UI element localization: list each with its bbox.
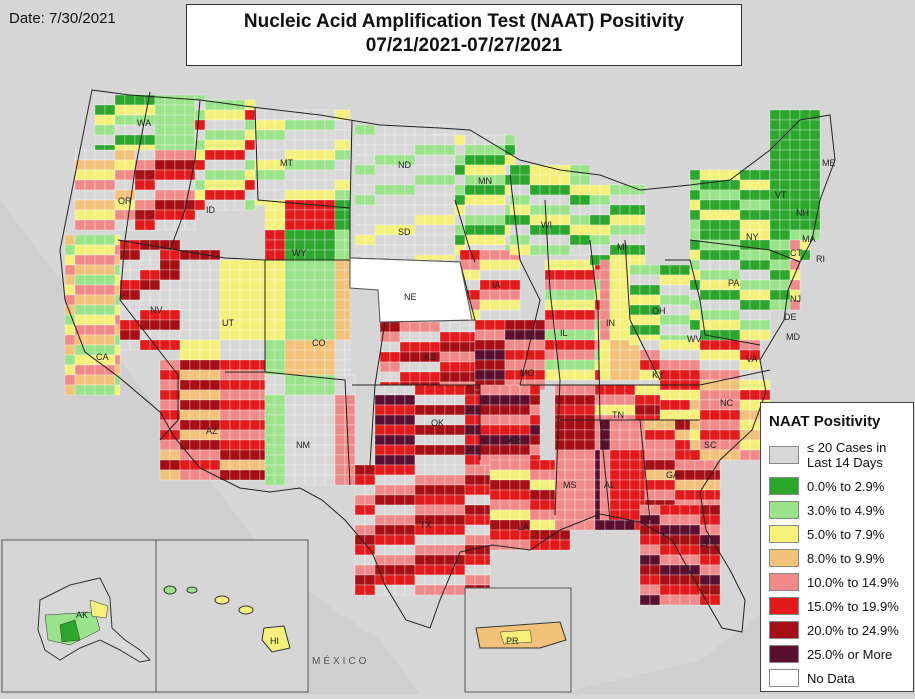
state-label-id: ID [206, 205, 215, 215]
map-title-box: Nucleic Acid Amplification Test (NAAT) P… [186, 4, 742, 66]
state-label-md: MD [786, 332, 800, 342]
state-label-ar: AR [508, 436, 521, 446]
legend-item: 0.0% to 2.9% [769, 474, 913, 498]
state-label-hi: HI [270, 636, 279, 646]
state-label-ma: MA [802, 234, 816, 244]
state-label-wa: WA [137, 118, 152, 128]
legend-item: 20.0% to 24.9% [769, 618, 913, 642]
state-label-il: IL [560, 328, 568, 338]
state-label-ga: GA [666, 470, 680, 480]
legend-label: ≤ 20 Cases in Last 14 Days [807, 440, 887, 470]
state-label-ca: CA [96, 352, 109, 362]
legend-title: NAAT Positivity [769, 413, 881, 430]
map-date-range: 07/21/2021-07/27/2021 [365, 35, 563, 56]
legend-label: 5.0% to 7.9% [807, 526, 885, 542]
state-label-ct: CT [790, 248, 802, 258]
state-label-ut: UT [222, 318, 234, 328]
state-label-pa: PA [728, 278, 740, 288]
legend-item: 10.0% to 14.9% [769, 570, 913, 594]
state-label-ia: IA [492, 280, 501, 290]
state-label-me: ME [822, 158, 836, 168]
legend-item: 25.0% or More [769, 642, 913, 666]
legend-label: 10.0% to 14.9% [807, 574, 899, 590]
legend-items: ≤ 20 Cases in Last 14 Days 0.0% to 2.9% 3.… [761, 436, 913, 690]
state-label-tn: TN [612, 410, 624, 420]
state-label-ak: AK [76, 610, 89, 620]
legend-item: 15.0% to 19.9% [769, 594, 913, 618]
state-label-mt: MT [280, 158, 293, 168]
legend-swatch [769, 501, 799, 519]
state-label-oh: OH [652, 306, 666, 316]
state-label-tx: TX [420, 520, 432, 530]
state-label-al: AL [604, 480, 616, 490]
legend-swatch [769, 669, 799, 687]
state-label-sd: SD [398, 227, 411, 237]
state-label-wv: WV [687, 334, 702, 344]
state-label-or: OR [118, 196, 132, 206]
legend-label: 0.0% to 2.9% [807, 478, 885, 494]
state-label-fl: FL [700, 540, 711, 550]
state-label-la: LA [518, 522, 530, 532]
state-label-ne: NE [404, 292, 417, 302]
state-label-nv: NV [150, 305, 163, 315]
state-label-mi: MI [617, 242, 627, 252]
state-label-vt: VT [775, 190, 787, 200]
state-label-nj: NJ [790, 294, 801, 304]
state-label-mo: MO [520, 368, 535, 378]
legend-item: 3.0% to 4.9% [769, 498, 913, 522]
state-label-nh: NH [796, 208, 809, 218]
legend-swatch [769, 573, 799, 591]
map-title: Nucleic Acid Amplification Test (NAAT) P… [243, 11, 685, 32]
state-label-ri: RI [816, 254, 825, 264]
legend: NAAT Positivity ≤ 20 Cases in Last 14 Da… [760, 402, 914, 692]
state-label-ky: KY [652, 370, 665, 380]
state-label-de: DE [784, 312, 797, 322]
state-label-nm: NM [296, 440, 310, 450]
legend-swatch [769, 597, 799, 615]
state-label-in: IN [606, 318, 615, 328]
state-label-ny: NY [746, 232, 759, 242]
legend-swatch [769, 477, 799, 495]
legend-swatch [769, 549, 799, 567]
state-label-mn: MN [478, 176, 492, 186]
legend-item: 8.0% to 9.9% [769, 546, 913, 570]
state-label-nc: NC [720, 398, 733, 408]
legend-item: 5.0% to 7.9% [769, 522, 913, 546]
state-label-va: VA [746, 354, 758, 364]
legend-label: 25.0% or More [807, 646, 893, 662]
state-label-wi: WI [541, 220, 552, 230]
state-label-ok: OK [431, 418, 445, 428]
county-fill-layer [64, 94, 821, 606]
legend-label: 20.0% to 24.9% [807, 622, 899, 638]
state-label-wy: WY [292, 248, 307, 258]
state-label-nd: ND [398, 160, 411, 170]
date-label: Date: 7/30/2021 [9, 10, 116, 27]
state-label-ks: KS [424, 352, 437, 362]
state-label-pr: PR [506, 636, 519, 646]
state-label-co: CO [312, 338, 326, 348]
legend-label: 8.0% to 9.9% [807, 550, 885, 566]
legend-item: No Data [769, 666, 913, 690]
legend-swatch [769, 645, 799, 663]
state-label-az: AZ [206, 426, 218, 436]
legend-swatch [769, 621, 799, 639]
state-label-ms: MS [563, 480, 577, 490]
legend-swatch [769, 525, 799, 543]
state-label-sc: SC [704, 440, 717, 450]
legend-label: No Data [807, 670, 855, 686]
legend-label: 3.0% to 4.9% [807, 502, 885, 518]
legend-label: 15.0% to 19.9% [807, 598, 899, 614]
mexico-label: MÉXICO [312, 656, 370, 667]
legend-swatch [769, 446, 799, 464]
legend-item: ≤ 20 Cases in Last 14 Days [769, 436, 913, 474]
